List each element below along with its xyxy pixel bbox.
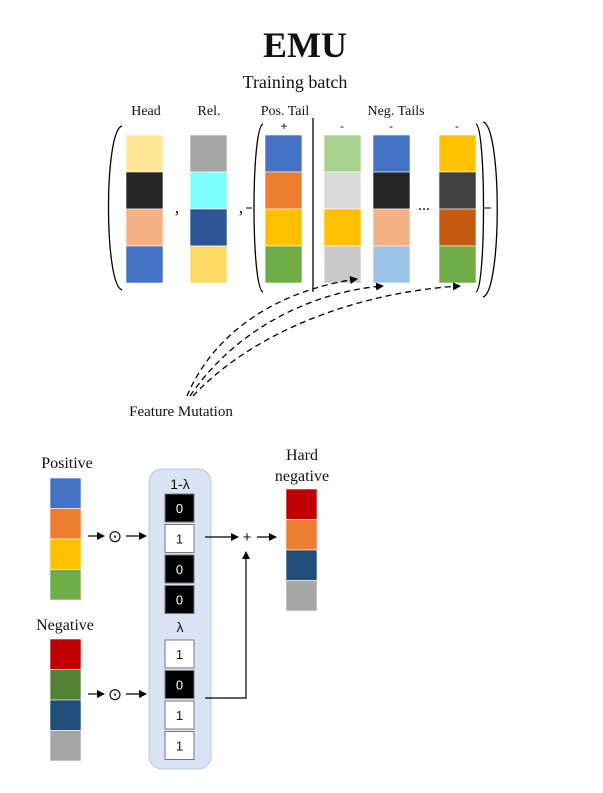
head-cell-4	[125, 245, 164, 284]
pos-tail-label: Pos. Tail	[261, 104, 310, 119]
positive-cell-3	[49, 538, 82, 570]
lambda-label: λ	[177, 619, 184, 635]
mutation-arrow-3	[192, 282, 461, 397]
rel-cell-4	[189, 245, 228, 284]
comma-1: ,	[175, 197, 180, 217]
hadamard-operator-bottom: ⊙	[108, 685, 122, 704]
plus-operator: +	[243, 529, 252, 546]
hard-negative-cell-3	[285, 549, 318, 581]
neg-tail-3-cell-4	[438, 245, 477, 284]
rel-cell-2	[189, 171, 228, 210]
outer-left-bracket	[107, 125, 123, 291]
hard-negative-embedding	[285, 488, 318, 612]
tail-group-right-bracket	[475, 123, 485, 293]
mask-lambda-value-4: 1	[176, 739, 183, 754]
mask-one-minus-lambda-cell-4	[164, 585, 195, 614]
negative-tail-embedding-3	[438, 134, 477, 284]
negative-tail-embedding-2	[372, 134, 411, 284]
neg-tail-2-cell-3	[372, 208, 411, 247]
hard-negative-label-line2: negative	[275, 468, 329, 485]
pos-tail-cell-1	[264, 134, 303, 173]
positive-tail-embedding	[264, 134, 303, 284]
rel-cell-3	[189, 208, 228, 247]
hard-negative-cell-4	[285, 580, 318, 612]
neg-tail-1-cell-2	[323, 171, 362, 210]
mask-lambda-value-3: 1	[176, 708, 183, 723]
neg-tail-3-cell-1	[438, 134, 477, 173]
neg-ellipsis: ...	[418, 197, 430, 214]
hadamard-operator-top: ⊙	[108, 527, 122, 546]
positive-cell-1	[49, 477, 82, 509]
relation-embedding	[189, 134, 228, 284]
positive-label: Positive	[41, 455, 93, 472]
mask-one-minus-lambda-cell-2	[164, 524, 195, 553]
head-embedding	[125, 134, 164, 284]
mask-one-minus-lambda-value-2: 1	[176, 532, 183, 547]
mask-lambda-cell-3	[164, 700, 195, 730]
head-cell-2	[125, 171, 164, 210]
comma-2: ,	[239, 197, 244, 217]
head-label: Head	[131, 104, 161, 119]
diagram-title: EMU	[263, 25, 347, 65]
neg-tail-3-cell-3	[438, 208, 477, 247]
negative-cell-2	[49, 669, 82, 701]
mask-one-minus-lambda-value-4: 0	[176, 593, 183, 608]
mask-one-minus-lambda-value-3: 0	[176, 562, 183, 577]
neg-tail-1-cell-1	[323, 134, 362, 173]
rel-label: Rel.	[198, 104, 221, 119]
mutation-arrow-2	[189, 282, 384, 397]
negative-cell-1	[49, 638, 82, 670]
mask-one-minus-lambda: 0 1 0 0	[164, 493, 195, 614]
mask-one-minus-lambda-cell-3	[164, 554, 195, 584]
hard-negative-label-line1: Hard	[286, 447, 318, 464]
feature-mutation-label: Feature Mutation	[129, 404, 233, 420]
outer-right-bracket	[482, 121, 498, 298]
negative-label: Negative	[36, 617, 94, 634]
negative-cell-3	[49, 699, 82, 731]
positive-cell-2	[49, 508, 82, 540]
mutation-arrow-1	[186, 276, 358, 397]
pos-tail-cell-3	[264, 208, 303, 247]
negative-cell-4	[49, 730, 82, 762]
mask-one-minus-lambda-value-1: 0	[176, 501, 183, 516]
pos-sign: +	[280, 119, 287, 133]
positive-embedding	[49, 477, 82, 601]
hard-negative-cell-2	[285, 519, 318, 551]
mask-one-minus-lambda-cell-1	[164, 493, 195, 523]
neg-tail-2-cell-1	[372, 134, 411, 173]
head-cell-1	[125, 134, 164, 173]
mask-lambda: 1 0 1 1	[164, 639, 195, 760]
tail-group-left-bracket	[253, 123, 264, 293]
rel-cell-1	[189, 134, 228, 173]
positive-cell-4	[49, 569, 82, 601]
pos-tail-cell-4	[264, 245, 303, 284]
mask-lambda-cell-2	[164, 670, 195, 699]
neg-tail-2-cell-2	[372, 171, 411, 210]
mask-lambda-value-1: 1	[176, 647, 183, 662]
neg-tails-label: Neg. Tails	[367, 104, 424, 119]
neg-tail-3-cell-2	[438, 171, 477, 210]
negative-tail-embedding-1	[323, 134, 362, 284]
batch-label: Training batch	[243, 72, 348, 92]
one-minus-lambda-label: 1-λ	[170, 476, 189, 492]
hard-negative-cell-1	[285, 488, 318, 520]
mask-lambda-cell-1	[164, 639, 195, 669]
neg-tail-1-cell-4	[323, 245, 362, 284]
arrow-mask-bottom-to-plus	[205, 551, 250, 699]
neg-sign-1: -	[340, 119, 344, 133]
mask-lambda-value-2: 0	[176, 678, 183, 693]
neg-sign-3: -	[455, 119, 459, 133]
neg-tail-1-cell-3	[323, 208, 362, 247]
head-cell-3	[125, 208, 164, 247]
pos-tail-cell-2	[264, 171, 303, 210]
neg-tail-2-cell-4	[372, 245, 411, 284]
mask-lambda-cell-4	[164, 731, 195, 760]
negative-embedding	[49, 638, 82, 762]
neg-sign-2: -	[389, 119, 393, 133]
